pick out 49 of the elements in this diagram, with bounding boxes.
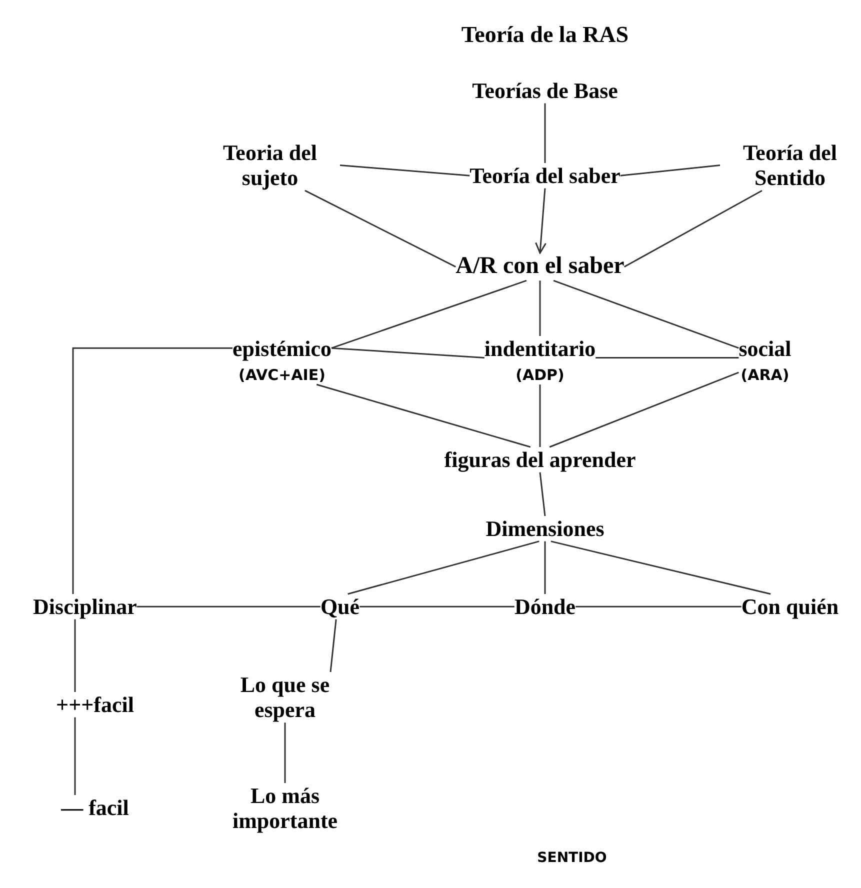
concept-text: Teoría del Sentido (720, 140, 860, 191)
connector-line (74, 619, 76, 692)
connector-line (596, 357, 739, 359)
concept-text: A/R con el saber (456, 253, 624, 281)
connector-line (576, 606, 742, 608)
connector-line (539, 472, 546, 516)
connector-line (360, 606, 514, 608)
connector-line (331, 280, 527, 349)
connector-line (74, 717, 76, 795)
connector-line (624, 190, 762, 268)
concept-text: Dimensiones (486, 516, 604, 542)
abbreviation-text: (ARA) (740, 367, 790, 385)
connector-line (331, 347, 484, 359)
connector-line (544, 541, 546, 594)
concept-text: figuras del aprender (444, 447, 636, 472)
concept-text: social (738, 336, 792, 362)
concept-text: indentitario (484, 336, 596, 362)
connector-line (550, 540, 771, 595)
concept-text: Disciplinar (33, 594, 137, 620)
concept-text: +++facil (56, 692, 134, 718)
connector-line (620, 164, 720, 176)
connector-line (549, 372, 739, 448)
arrow (535, 188, 546, 254)
concept-text: Qué (320, 594, 360, 620)
abbreviation-text: (AVC+AIE) (238, 367, 326, 385)
connector-line (304, 190, 456, 268)
concept-text: Teoría del saber (470, 163, 620, 188)
concept-text: Dónde (514, 594, 576, 620)
concept-text: epistémico (232, 336, 332, 362)
connector-line (544, 103, 546, 163)
connector-line (553, 280, 739, 349)
concept-text: — facil (61, 795, 129, 820)
concept-text: Teoria del sujeto (200, 140, 340, 191)
diagram-title: Teoría de la RAS (461, 22, 629, 48)
connector-line (340, 164, 470, 176)
connector-line (316, 384, 531, 448)
abbreviation-text: (ADP) (514, 367, 566, 385)
connector-line (137, 606, 320, 608)
connector-line (72, 347, 232, 594)
connector-line (539, 384, 541, 447)
connector-line (330, 619, 337, 672)
concept-text: Teorías de Base (472, 78, 618, 104)
connector-line (348, 540, 540, 595)
concept-text: Lo más importante (210, 783, 360, 834)
concept-text: Lo que se espera (220, 672, 350, 723)
note-text: SENTIDO (537, 850, 607, 866)
connector-line (539, 280, 541, 336)
connector-line (284, 722, 286, 783)
concept-text: Con quién (741, 594, 839, 620)
